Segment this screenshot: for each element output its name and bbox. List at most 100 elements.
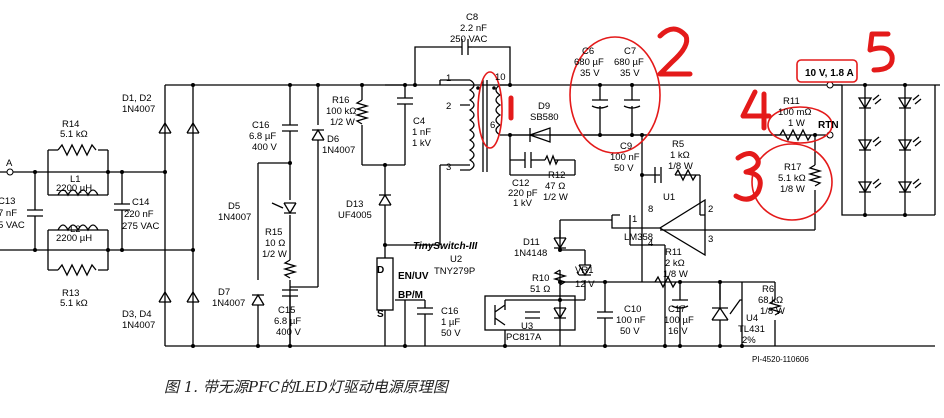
c16-small-capacitor xyxy=(417,307,433,315)
l2-value: 2200 µH xyxy=(56,233,92,244)
c4-ref: C4 xyxy=(413,116,425,127)
c16a-value-1: 6.8 µF xyxy=(249,131,276,142)
c13-ref: C13 xyxy=(0,196,15,207)
c10-capacitor xyxy=(597,311,613,319)
t1-pin-6: 6 xyxy=(490,120,495,131)
r13-resistor xyxy=(57,263,97,277)
c16a-ref: C16 xyxy=(252,120,269,131)
d3d4-ref: D3, D4 xyxy=(122,309,152,320)
c16a-value-2: 400 V xyxy=(252,142,277,153)
annotation-ellipse-4 xyxy=(767,106,833,144)
doc-id: PI-4520-110606 xyxy=(752,355,809,364)
c9-ref: C9 xyxy=(620,141,632,152)
vr1-ref: VR1 xyxy=(575,265,593,276)
r12-ref: R12 xyxy=(548,170,565,181)
c12-value-1: 220 pF xyxy=(508,188,538,199)
r15-value-2: 1/2 W xyxy=(262,249,287,260)
figure-caption: 图 1. 带无源PFC的LED灯驱动电源原理图 xyxy=(164,378,450,396)
l2-ref: L2 xyxy=(70,224,81,235)
r11a-ref: R11 xyxy=(783,96,800,107)
r15-value-1: 10 Ω xyxy=(265,238,285,249)
u3-value: PC817A xyxy=(506,332,542,343)
d1d2-ref: D1, D2 xyxy=(122,93,152,104)
c6-ref: C6 xyxy=(582,46,594,57)
u4-ref: U4 xyxy=(746,313,758,324)
c13-value-2: 5 VAC xyxy=(0,220,25,231)
l1-value: 2200 µH xyxy=(56,183,92,194)
c15-ref: C15 xyxy=(278,305,295,316)
r17-resistor xyxy=(807,164,823,187)
u2-tinyswitch-body xyxy=(376,257,394,311)
l1-ref: L1 xyxy=(70,174,81,185)
d5-ref: D5 xyxy=(228,201,240,212)
u2-pin-en: EN/UV xyxy=(398,271,429,282)
d13-value: UF4005 xyxy=(338,210,372,221)
c16b-value-1: 1 µF xyxy=(441,317,460,328)
c15-value-2: 400 V xyxy=(276,327,301,338)
annotation-box-5 xyxy=(796,59,858,83)
c13-value-1: 7 nF xyxy=(0,208,17,219)
c12-value-2: 1 kV xyxy=(513,198,533,209)
input-node-label: A xyxy=(6,158,13,169)
output-spec-label: 10 V, 1.8 A xyxy=(805,68,854,79)
junction-dots xyxy=(33,83,907,348)
r16-resistor xyxy=(354,99,370,125)
r5-resistor xyxy=(674,168,697,182)
u4-tl431 xyxy=(711,299,742,321)
u2-value: TNY279P xyxy=(434,266,475,277)
t1-pin-3: 3 xyxy=(446,162,451,173)
t1-pin-10: 10 xyxy=(495,72,506,83)
r16-value-1: 100 kΩ xyxy=(326,106,356,117)
led-array xyxy=(857,94,922,194)
r6-value-1: 68 kΩ xyxy=(758,295,783,306)
c16b-value-2: 50 V xyxy=(441,328,461,339)
r5-value-2: 1/8 W xyxy=(668,161,693,172)
annotation-number-3 xyxy=(733,151,763,202)
r16-value-2: 1/2 W xyxy=(330,117,355,128)
u2-title: TinySwitch-III xyxy=(413,241,477,252)
r11a-value-1: 100 mΩ xyxy=(778,107,812,118)
r12-value-1: 47 Ω xyxy=(545,181,565,192)
c10-value-2: 50 V xyxy=(620,326,640,337)
r6-value-2: 1/8 W xyxy=(760,306,785,317)
annotation-ellipse-3 xyxy=(751,143,833,221)
r14-resistor xyxy=(57,143,97,157)
u2-pin-s: S xyxy=(377,309,384,320)
c12-capacitor xyxy=(524,152,532,168)
c8-value-1: 2.2 nF xyxy=(460,23,487,34)
input-terminal-a xyxy=(6,168,14,176)
d9-ref: D9 xyxy=(538,101,550,112)
output-terminal xyxy=(826,81,834,89)
transformer-t1 xyxy=(460,79,510,172)
t1-pin-2: 2 xyxy=(446,101,451,112)
d7-ref: D7 xyxy=(218,287,230,298)
r11b-ref: R11 xyxy=(665,247,682,258)
c16b-ref: C16 xyxy=(441,306,458,317)
u1-pin-2: 2 xyxy=(708,204,713,215)
r5-value-1: 1 kΩ xyxy=(670,150,690,161)
l2-inductor xyxy=(57,224,99,232)
r15-ref: R15 xyxy=(265,227,282,238)
annotation-number-2 xyxy=(657,26,693,77)
c7-ref: C7 xyxy=(624,46,636,57)
r15-resistor xyxy=(282,259,298,279)
r17-value-2: 1/8 W xyxy=(780,184,805,195)
d9-diode xyxy=(528,127,551,143)
u1-opamp xyxy=(611,198,706,257)
c14-value-1: 220 nF xyxy=(124,209,154,220)
d13-ref: D13 xyxy=(346,199,363,210)
l1-inductor xyxy=(57,189,99,197)
d7-value: 1N4007 xyxy=(212,298,245,309)
d11-ref: D11 xyxy=(523,237,540,248)
r14-value: 5.1 kΩ xyxy=(60,129,88,140)
r14-ref: R14 xyxy=(62,119,79,130)
wires xyxy=(0,46,940,347)
d6-diode xyxy=(311,128,325,141)
u1-pin-1: 1 xyxy=(632,214,637,225)
vr1-zener xyxy=(576,264,592,277)
d9-value: SB580 xyxy=(530,112,559,123)
c7-value-1: 680 µF xyxy=(614,57,644,68)
d5-diode xyxy=(283,202,297,215)
r11-resistor xyxy=(654,275,677,289)
